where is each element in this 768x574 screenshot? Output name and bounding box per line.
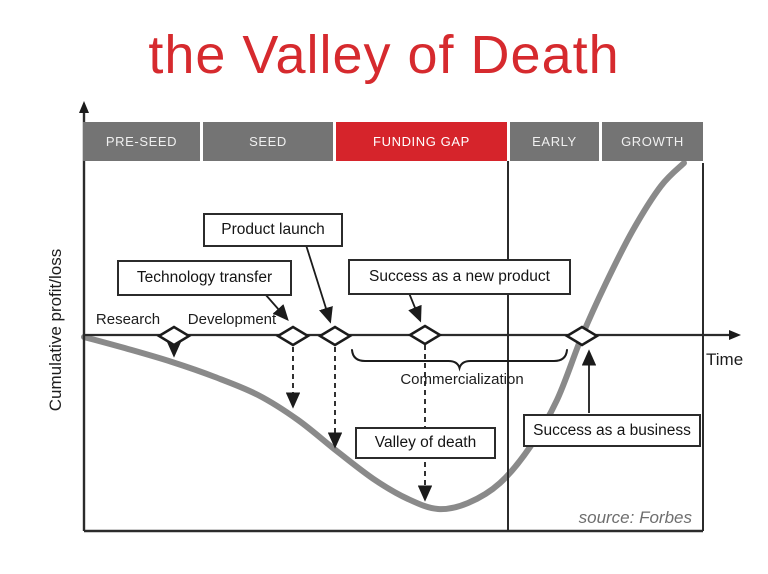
stage-funding-gap: FUNDING GAP [336,122,507,161]
phase-label-development: Development [187,311,277,328]
y-axis-label: Cumulative profit/loss [46,248,65,412]
phase-label-research: Research [95,311,161,328]
x-axis-label: Time [706,350,744,369]
milestone-diamond-research-development-boundary [156,325,192,347]
commercialization-label: Commercialization [400,371,524,388]
profit-loss-curve [81,160,687,513]
page-title: the Valley of Death [148,25,620,85]
annotation-success-as-business: Success as a business [523,414,701,447]
annotation-valley-of-death: Valley of death [355,427,496,459]
stage-growth: GROWTH [602,122,703,161]
x-axis-arrowhead [729,330,741,340]
annotation-success-as-new-product: Success as a new product [348,259,571,295]
arrow-success-new-product [408,292,422,323]
source-attribution: source: Forbes [578,508,692,527]
stage-early: EARLY [510,122,599,161]
milestone-diamond-technology-transfer [275,325,311,347]
milestone-diamond-product-launch [317,325,353,347]
annotation-product-launch: Product launch [203,213,343,247]
y-axis-arrowhead [79,101,89,113]
milestone-diamond-success-as-a-business [564,325,600,347]
annotation-technology-transfer: Technology transfer [117,260,292,296]
commercialization-brace [351,349,568,372]
arrow-product-launch [305,244,333,324]
arrow-technology-transfer [264,293,289,322]
stage-pre-seed: PRE-SEED [83,122,200,161]
milestone-diamond-success-as-a-new-product [407,324,443,346]
stage-seed: SEED [203,122,333,161]
